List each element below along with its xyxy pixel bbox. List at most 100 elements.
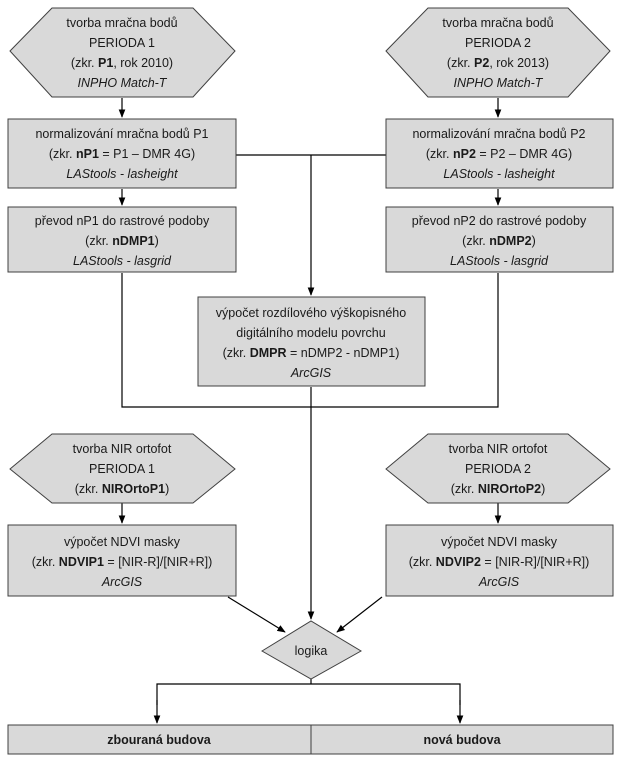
- text-segment: (zkr.: [462, 234, 489, 248]
- bold-text: NDVIP2: [436, 555, 481, 569]
- node-text-line: LAStools - lasgrid: [73, 254, 172, 268]
- node-text-line: nová budova: [423, 733, 501, 747]
- ndvi-p2-text: výpočet NDVI masky (zkr. NDVIP2 = [NIR-R]…: [409, 535, 590, 589]
- node-text-line: (zkr. P2, rok 2013): [447, 56, 549, 70]
- node-text-line: PERIODA 1: [89, 462, 155, 476]
- italic-text: INPHO Match-T: [78, 76, 168, 90]
- text-segment: (zkr.: [75, 482, 102, 496]
- node-text-line: ArcGIS: [478, 575, 520, 589]
- node-text-line: výpočet NDVI masky: [64, 535, 181, 549]
- text-segment: tvorba NIR ortofot: [73, 442, 172, 456]
- text-segment: , rok 2013): [489, 56, 549, 70]
- line-logika-split: [156, 683, 461, 705]
- text-segment: (zkr.: [223, 346, 250, 360]
- norm-p1-text: normalizování mračna bodů P1 (zkr. nP1 = …: [35, 127, 208, 181]
- text-segment: (zkr.: [32, 555, 59, 569]
- box-shape: [310, 724, 614, 755]
- node-raster-p2: převod nP2 do rastrové podoby(zkr. nDMP2…: [385, 206, 614, 273]
- bold-text: nP1: [76, 147, 99, 161]
- text-segment: (zkr.: [451, 482, 478, 496]
- text-segment: (zkr.: [447, 56, 474, 70]
- box-shape: [385, 118, 614, 189]
- bold-text: P2: [474, 56, 489, 70]
- node-text-line: tvorba NIR ortofot: [449, 442, 548, 456]
- node-text-line: LAStools - lasheight: [66, 167, 178, 181]
- text-segment: = [NIR-R]/[NIR+R]): [104, 555, 212, 569]
- norm-p2-text: normalizování mračna bodů P2(zkr. nP2 = …: [412, 127, 585, 181]
- text-segment: tvorba mračna bodů: [66, 16, 177, 30]
- connectors: [118, 98, 502, 724]
- node-text-line: výpočet rozdílového výškopisného: [216, 306, 406, 320]
- node-text-line: normalizování mračna bodů P1: [35, 127, 208, 141]
- out-new-text: nová budova: [423, 733, 501, 747]
- text-segment: převod nP1 do rastrové podoby: [35, 214, 210, 228]
- node-raster-p1: převod nP1 do rastrové podoby (zkr. nDMP1…: [7, 206, 237, 273]
- bold-text: nová budova: [423, 733, 501, 747]
- text-segment: tvorba NIR ortofot: [449, 442, 548, 456]
- italic-text: INPHO Match-T: [454, 76, 544, 90]
- text-segment: tvorba mračna bodů: [442, 16, 553, 30]
- node-text-line: (zkr. NIROrtoP2): [451, 482, 545, 496]
- node-text-line: LAStools - lasgrid: [450, 254, 549, 268]
- text-segment: digitálního modelu povrchu: [236, 326, 385, 340]
- text-segment: , rok 2010): [113, 56, 173, 70]
- text-segment: PERIODA 2: [465, 36, 531, 50]
- node-text-line: ArcGIS: [290, 366, 332, 380]
- box-shape: [385, 206, 614, 273]
- text-segment: ): [532, 234, 536, 248]
- italic-text: ArcGIS: [290, 366, 332, 380]
- text-segment: = nDMP2 - nDMP1): [287, 346, 400, 360]
- text-segment: PERIODA 1: [89, 36, 155, 50]
- bold-text: P1: [98, 56, 113, 70]
- hexagon-shape: [385, 433, 611, 504]
- text-segment: výpočet NDVI masky: [441, 535, 558, 549]
- node-text-line: tvorba mračna bodů: [442, 16, 553, 30]
- bold-text: nDMP1: [112, 234, 154, 248]
- bold-text: NIROrtoP2: [478, 482, 541, 496]
- node-text-line: tvorba NIR ortofot: [73, 442, 172, 456]
- out-demolished-text: zbouraná budova: [107, 733, 212, 747]
- node-text-line: výpočet NDVI masky: [441, 535, 558, 549]
- node-text-line: převod nP1 do rastrové podoby: [35, 214, 210, 228]
- text-segment: (zkr.: [49, 147, 76, 161]
- dmpr-text: výpočet rozdílového výškopisného digitáln…: [216, 306, 406, 380]
- node-text-line: (zkr. NDVIP2 = [NIR-R]/[NIR+R]): [409, 555, 590, 569]
- node-text-line: logika: [295, 644, 328, 658]
- text-segment: normalizování mračna bodů P1: [35, 127, 208, 141]
- text-segment: PERIODA 1: [89, 462, 155, 476]
- box-shape: [7, 118, 237, 189]
- arrow-ndvi2-to-logika: [336, 596, 383, 633]
- italic-text: ArcGIS: [101, 575, 143, 589]
- node-text-line: digitálního modelu povrchu: [236, 326, 385, 340]
- bold-text: NIROrtoP1: [102, 482, 165, 496]
- bold-text: nDMP2: [489, 234, 531, 248]
- text-segment: = P2 – DMR 4G): [476, 147, 572, 161]
- arrow-ndvi1-to-logika: [227, 596, 286, 633]
- text-segment: logika: [295, 644, 328, 658]
- bold-text: NDVIP1: [59, 555, 104, 569]
- node-text-line: LAStools - lasheight: [443, 167, 555, 181]
- node-text-line: PERIODA 1: [89, 36, 155, 50]
- node-norm-p2: normalizování mračna bodů P2(zkr. nP2 = …: [385, 118, 614, 189]
- node-text-line: (zkr. nDMP2): [462, 234, 536, 248]
- node-text-line: (zkr. nDMP1): [85, 234, 159, 248]
- node-text-line: ArcGIS: [101, 575, 143, 589]
- node-text-line: INPHO Match-T: [454, 76, 544, 90]
- bold-text: DMPR: [250, 346, 287, 360]
- hexagon-shape: [385, 7, 611, 98]
- text-segment: ): [541, 482, 545, 496]
- text-segment: (zkr.: [85, 234, 112, 248]
- italic-text: ArcGIS: [478, 575, 520, 589]
- box-shape: [385, 524, 614, 597]
- node-text-line: (zkr. P1, rok 2010): [71, 56, 173, 70]
- node-text-line: (zkr. nP2 = P2 – DMR 4G): [426, 147, 572, 161]
- ndvi-p1-text: výpočet NDVI masky (zkr. NDVIP1 = [NIR-R]…: [32, 535, 213, 589]
- text-segment: = P1 – DMR 4G): [99, 147, 195, 161]
- text-segment: výpočet NDVI masky: [64, 535, 181, 549]
- text-segment: PERIODA 2: [465, 462, 531, 476]
